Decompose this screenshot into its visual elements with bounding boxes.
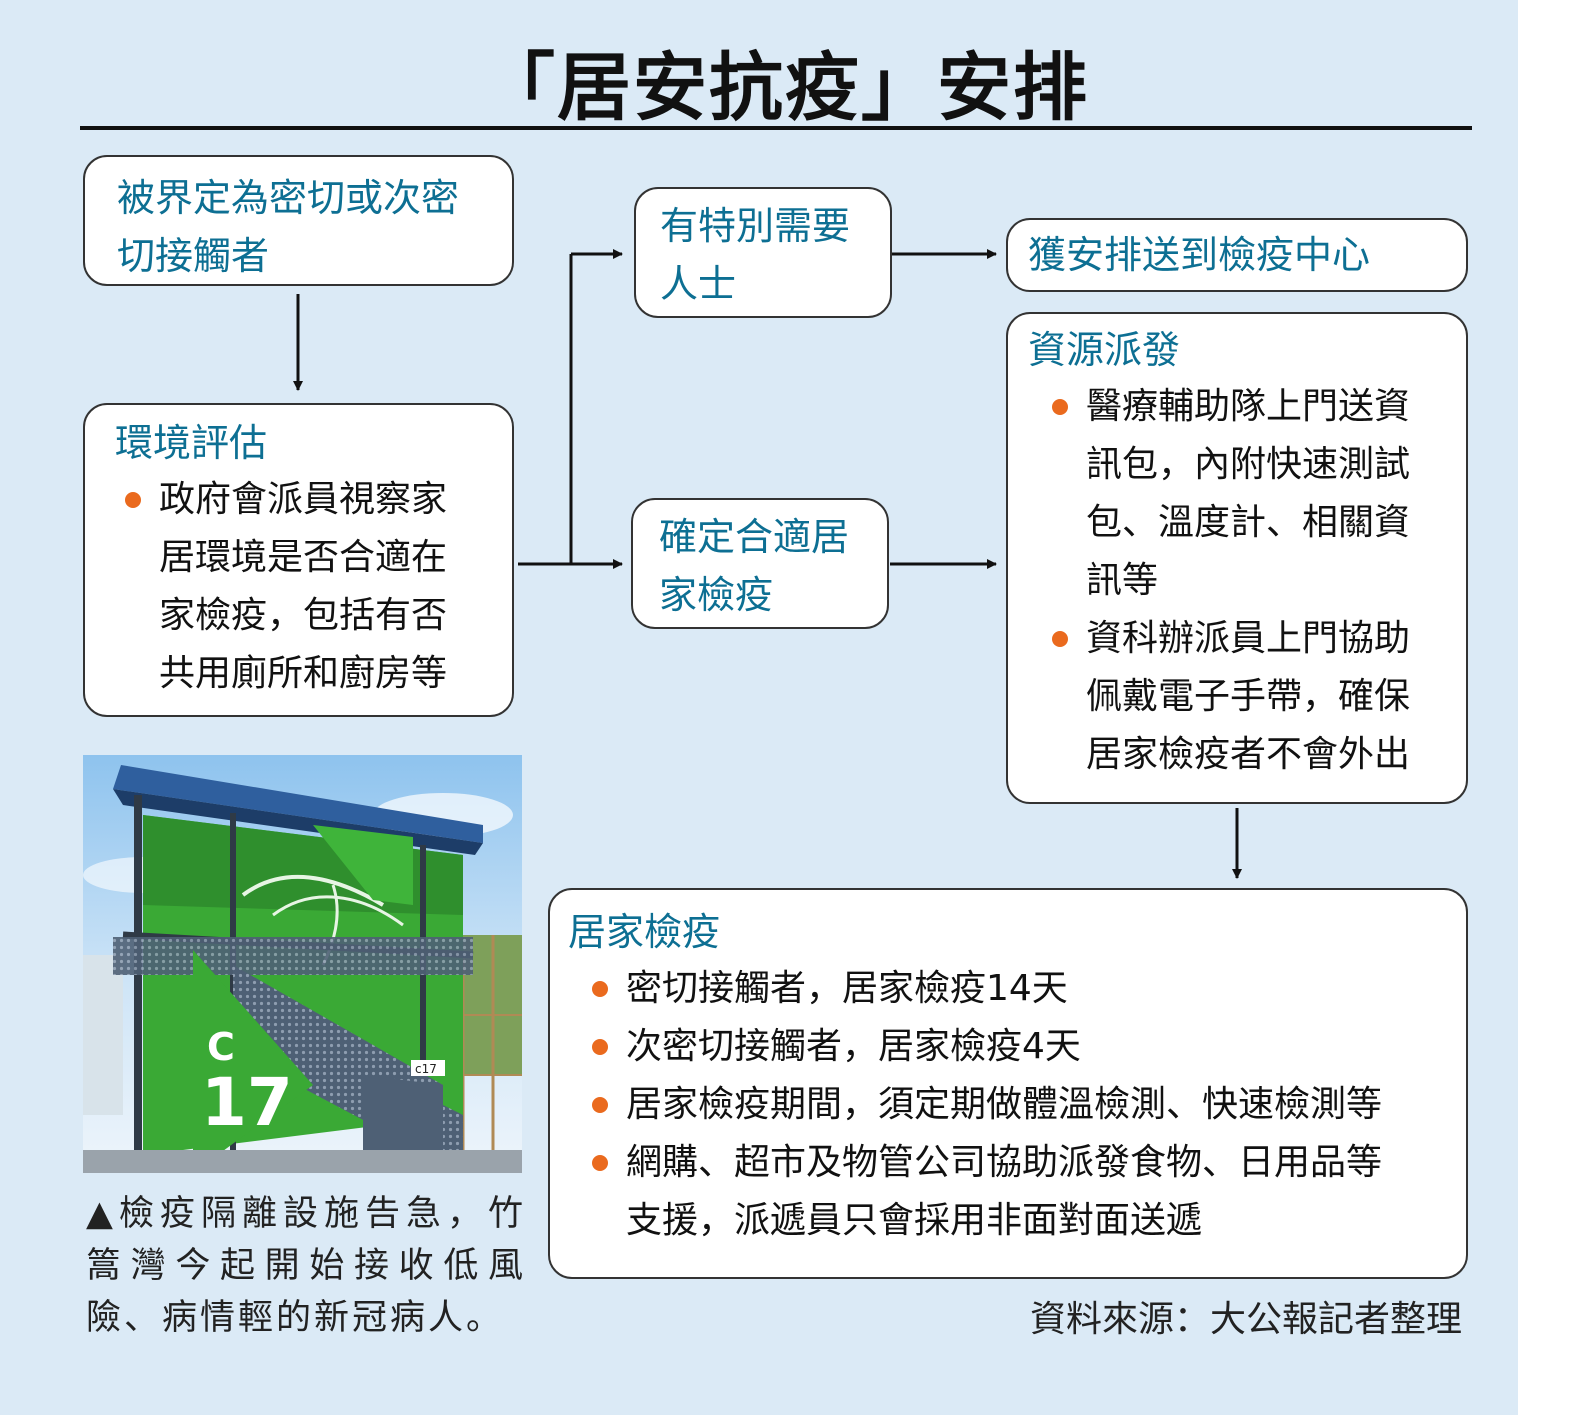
list-item: 醫療輔助隊上門送資 訊包，內附快速測試 包、溫度計、相關資 訊等 <box>1046 378 1466 610</box>
list-item: 密切接觸者，居家檢疫14天 <box>586 960 1466 1018</box>
quarantine-centre-text: 獲安排送到檢疫中心 <box>1028 233 1371 277</box>
title-rule <box>80 126 1472 130</box>
close-contacts-line: 被界定為密切或次密 <box>117 176 460 220</box>
box-home-quarantine: 居家檢疫 密切接觸者，居家檢疫14天 次密切接觸者，居家檢疫4天 居家檢疫期間，… <box>548 888 1468 1279</box>
close-contacts-line: 切接觸者 <box>117 234 270 278</box>
caption-line: 險、病情輕的新冠病人。 <box>86 1298 505 1338</box>
resources-heading: 資源派發 <box>1028 328 1181 372</box>
home-quarantine-heading: 居家檢疫 <box>568 910 721 954</box>
suitable-home-line: 家檢疫 <box>659 573 774 617</box>
list-item: 居家檢疫期間，須定期做體溫檢測、快速檢測等 <box>586 1076 1466 1134</box>
sign-letter: C <box>207 1025 235 1069</box>
suitable-home-line: 確定合適居 <box>659 515 850 559</box>
page-title: 「居安抗疫」安排 <box>481 45 1089 131</box>
quarantine-facility-photo: C 17 c17 <box>83 755 522 1173</box>
plate-label: c17 <box>415 1062 437 1076</box>
box-resource-distribution: 資源派發 醫療輔助隊上門送資 訊包，內附快速測試 包、溫度計、相關資 訊等 資科… <box>1006 312 1468 804</box>
assessment-heading: 環境評估 <box>115 421 268 465</box>
facility-illustration: C 17 c17 <box>83 755 522 1173</box>
list-item: 資科辦派員上門協助 佩戴電子手帶，確保 居家檢疫者不會外出 <box>1046 610 1466 784</box>
box-close-contacts: 被界定為密切或次密 切接觸者 <box>83 155 514 286</box>
caption-line: 篙灣今起開始接收低風 <box>86 1246 526 1286</box>
box-special-needs: 有特別需要 人士 <box>634 187 892 318</box>
special-needs-line: 有特別需要 <box>660 204 851 248</box>
list-item: 網購、超市及物管公司協助派發食物、日用品等 支援，派遞員只會採用非面對面送遞 <box>586 1134 1466 1250</box>
box-quarantine-centre: 獲安排送到檢疫中心 <box>1006 218 1468 292</box>
photo-caption: ▲檢疫隔離設施告急，竹 篙灣今起開始接收低風 險、病情輕的新冠病人。 <box>86 1188 526 1344</box>
caption-line: ▲檢疫隔離設施告急，竹 <box>86 1194 526 1234</box>
sign-number: 17 <box>201 1064 293 1141</box>
data-source: 資料來源：大公報記者整理 <box>1029 1299 1462 1340</box>
box-suitable-home: 確定合適居 家檢疫 <box>631 498 889 629</box>
special-needs-line: 人士 <box>660 262 737 306</box>
list-item: 次密切接觸者，居家檢疫4天 <box>586 1018 1466 1076</box>
box-environment-assessment: 環境評估 政府會派員視察家 居環境是否合適在 家檢疫，包括有否 共用廁所和廚房等 <box>83 403 514 717</box>
list-item: 政府會派員視察家 居環境是否合適在 家檢疫，包括有否 共用廁所和廚房等 <box>119 471 512 703</box>
